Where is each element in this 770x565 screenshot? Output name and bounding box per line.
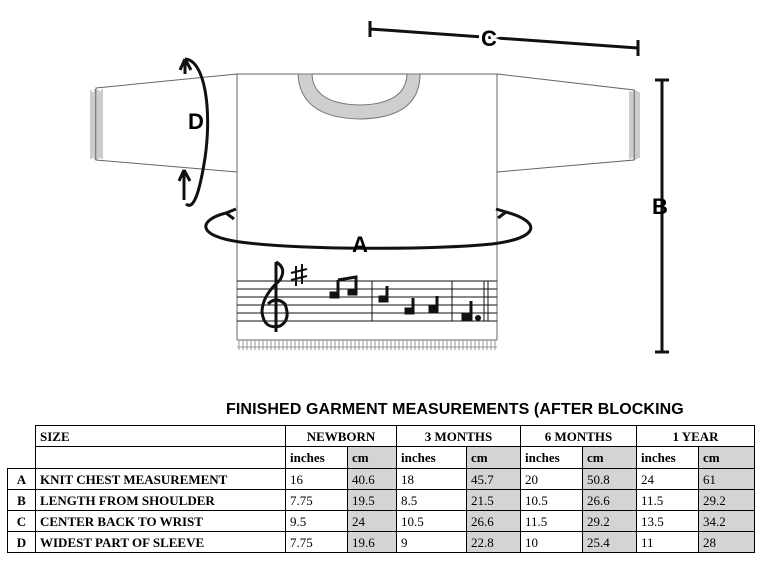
row-b: B LENGTH FROM SHOULDER 7.75 19.5 8.5 21.… xyxy=(7,489,755,511)
size-header-row: SIZE NEWBORN 3 MONTHS 6 MONTHS 1 YEAR xyxy=(8,425,755,447)
row-c: C CENTER BACK TO WRIST 9.5 24 10.5 26.6 … xyxy=(7,510,755,532)
row-name: LENGTH FROM SHOULDER xyxy=(35,489,286,511)
value-cell: 26.6 xyxy=(582,489,637,511)
value-cell: 10.5 xyxy=(396,510,467,532)
value-cell: 26.6 xyxy=(466,510,521,532)
value-cell: 25.4 xyxy=(582,531,637,553)
value-cell: 9.5 xyxy=(285,510,348,532)
measurements-table: SIZE NEWBORN 3 MONTHS 6 MONTHS 1 YEAR in… xyxy=(7,425,755,553)
value-cell: 24 xyxy=(347,510,397,532)
units-row: inches cm inches cm inches cm inches cm xyxy=(8,446,755,469)
row-a: A KNIT CHEST MEASUREMENT 16 40.6 18 45.7… xyxy=(7,468,755,490)
blank-name-cell xyxy=(35,446,286,469)
row-key: B xyxy=(7,489,36,511)
value-cell: 13.5 xyxy=(636,510,699,532)
size-3-months: 3 MONTHS xyxy=(396,425,521,447)
value-cell: 11.5 xyxy=(636,489,699,511)
row-key: A xyxy=(7,468,36,490)
table-title: FINISHED GARMENT MEASUREMENTS (AFTER BLO… xyxy=(226,401,684,418)
unit-cm: cm xyxy=(582,446,637,469)
value-cell: 19.6 xyxy=(347,531,397,553)
measure-a-chest: A xyxy=(204,207,533,257)
value-cell: 29.2 xyxy=(698,489,755,511)
unit-cm: cm xyxy=(466,446,521,469)
garment-body xyxy=(236,73,498,341)
value-cell: 19.5 xyxy=(347,489,397,511)
blank-cell xyxy=(8,426,36,447)
row-key: D xyxy=(7,531,36,553)
value-cell: 10 xyxy=(520,531,583,553)
value-cell: 11.5 xyxy=(520,510,583,532)
neckline-ribbing xyxy=(297,73,421,120)
row-name: CENTER BACK TO WRIST xyxy=(35,510,286,532)
label-c: C xyxy=(481,26,497,51)
blank-cell xyxy=(8,447,36,469)
value-cell: 10.5 xyxy=(520,489,583,511)
row-d: D WIDEST PART OF SLEEVE 7.75 19.6 9 22.8… xyxy=(7,531,755,553)
unit-cm: cm xyxy=(698,446,755,469)
value-cell: 45.7 xyxy=(466,468,521,490)
value-cell: 16 xyxy=(285,468,348,490)
label-d: D xyxy=(188,109,204,134)
unit-inches: inches xyxy=(636,446,699,469)
size-newborn: NEWBORN xyxy=(285,425,397,447)
unit-cm: cm xyxy=(347,446,397,469)
row-name: WIDEST PART OF SLEEVE xyxy=(35,531,286,553)
right-sleeve xyxy=(496,73,640,173)
garment-schematic: A B C D xyxy=(90,21,669,354)
value-cell: 34.2 xyxy=(698,510,755,532)
value-cell: 28 xyxy=(698,531,755,553)
value-cell: 61 xyxy=(698,468,755,490)
size-6-months: 6 MONTHS xyxy=(520,425,637,447)
left-sleeve xyxy=(90,73,238,173)
value-cell: 29.2 xyxy=(582,510,637,532)
value-cell: 8.5 xyxy=(396,489,467,511)
value-cell: 20 xyxy=(520,468,583,490)
size-1-year: 1 YEAR xyxy=(636,425,755,447)
value-cell: 9 xyxy=(396,531,467,553)
label-a: A xyxy=(352,232,368,257)
value-cell: 50.8 xyxy=(582,468,637,490)
bottom-ribbing xyxy=(237,340,497,350)
row-name: KNIT CHEST MEASUREMENT xyxy=(35,468,286,490)
label-b: B xyxy=(652,194,668,219)
measure-d-sleeve: D xyxy=(177,57,210,207)
unit-inches: inches xyxy=(520,446,583,469)
measure-b-length: B xyxy=(652,78,669,354)
measure-c-back-to-wrist: C xyxy=(368,21,640,56)
value-cell: 21.5 xyxy=(466,489,521,511)
value-cell: 22.8 xyxy=(466,531,521,553)
unit-inches: inches xyxy=(285,446,348,469)
value-cell: 7.75 xyxy=(285,489,348,511)
value-cell: 24 xyxy=(636,468,699,490)
size-label: SIZE xyxy=(35,425,286,447)
value-cell: 18 xyxy=(396,468,467,490)
music-motif xyxy=(237,260,497,332)
value-cell: 40.6 xyxy=(347,468,397,490)
value-cell: 7.75 xyxy=(285,531,348,553)
value-cell: 11 xyxy=(636,531,699,553)
row-key: C xyxy=(7,510,36,532)
unit-inches: inches xyxy=(396,446,467,469)
